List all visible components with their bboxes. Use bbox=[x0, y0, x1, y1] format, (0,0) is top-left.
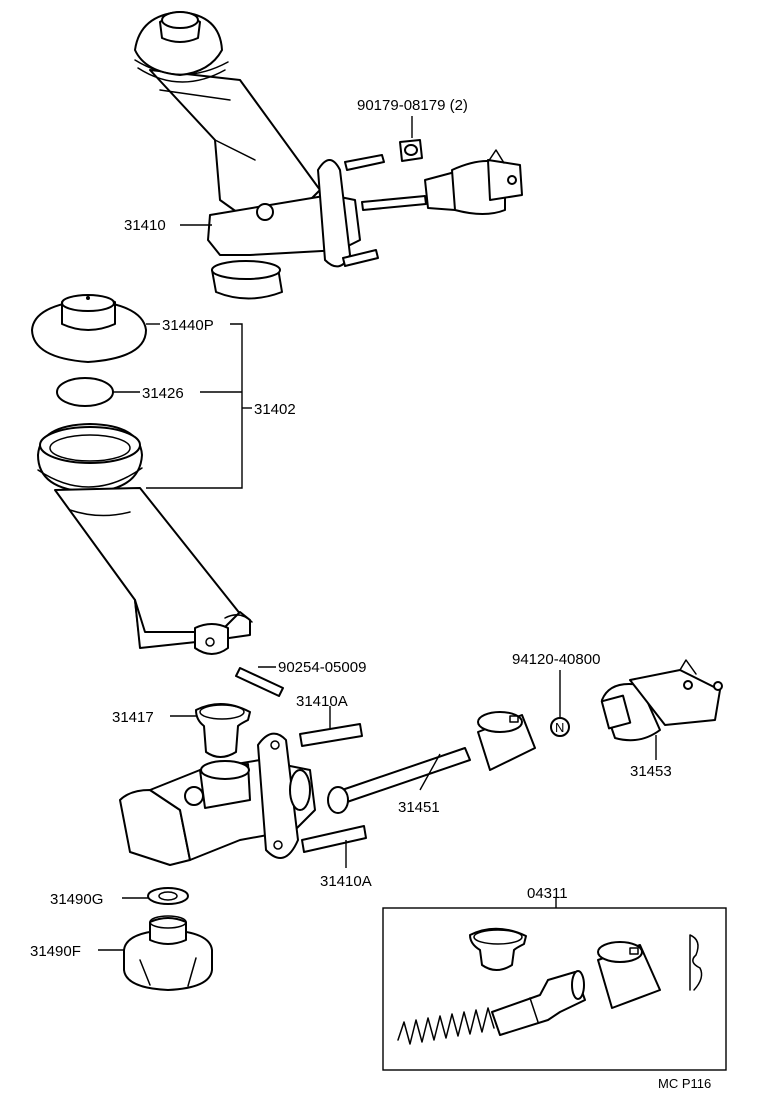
master-cylinder-assembly bbox=[134, 11, 523, 300]
washer-90179 bbox=[399, 116, 423, 162]
label-31440P: 31440P bbox=[162, 317, 214, 334]
label-90179: 90179-08179 (2) bbox=[357, 97, 468, 114]
label-31410A-bottom: 31410A bbox=[320, 873, 372, 890]
plug-31490F bbox=[98, 915, 213, 991]
clevis-31453 bbox=[600, 659, 723, 760]
label-04311: 04311 bbox=[527, 885, 568, 902]
grommet-31417 bbox=[170, 703, 251, 758]
label-90254: 90254-05009 bbox=[278, 659, 366, 676]
cylinder-body bbox=[119, 732, 316, 866]
figure-code: MC P116 bbox=[658, 1076, 711, 1091]
label-31417: 31417 bbox=[112, 709, 154, 726]
label-31410: 31410 bbox=[124, 217, 166, 234]
label-31426: 31426 bbox=[142, 385, 184, 402]
label-31490G: 31490G bbox=[50, 891, 103, 908]
label-94120: 94120-40800 bbox=[512, 651, 600, 668]
nut-mark: N bbox=[555, 720, 564, 735]
stud-31410A-bottom bbox=[301, 825, 367, 868]
nut-94120: N bbox=[550, 670, 570, 737]
reservoir-tube-31402 bbox=[37, 423, 253, 655]
label-31490F: 31490F bbox=[30, 943, 81, 960]
label-31402: 31402 bbox=[254, 401, 296, 418]
stud-31410A-top bbox=[299, 706, 363, 747]
spring bbox=[397, 1007, 495, 1045]
push-rod-31451 bbox=[327, 747, 471, 814]
diaphragm-31426 bbox=[56, 377, 140, 407]
repair-kit-box-04311 bbox=[382, 898, 727, 1071]
pin-90254 bbox=[235, 666, 284, 697]
reservoir-cap-31440P bbox=[31, 294, 160, 363]
label-31410A-top: 31410A bbox=[296, 693, 348, 710]
label-31453: 31453 bbox=[630, 763, 672, 780]
gasket-31490G bbox=[122, 887, 189, 905]
label-31451: 31451 bbox=[398, 799, 440, 816]
cup-piston bbox=[477, 711, 536, 771]
